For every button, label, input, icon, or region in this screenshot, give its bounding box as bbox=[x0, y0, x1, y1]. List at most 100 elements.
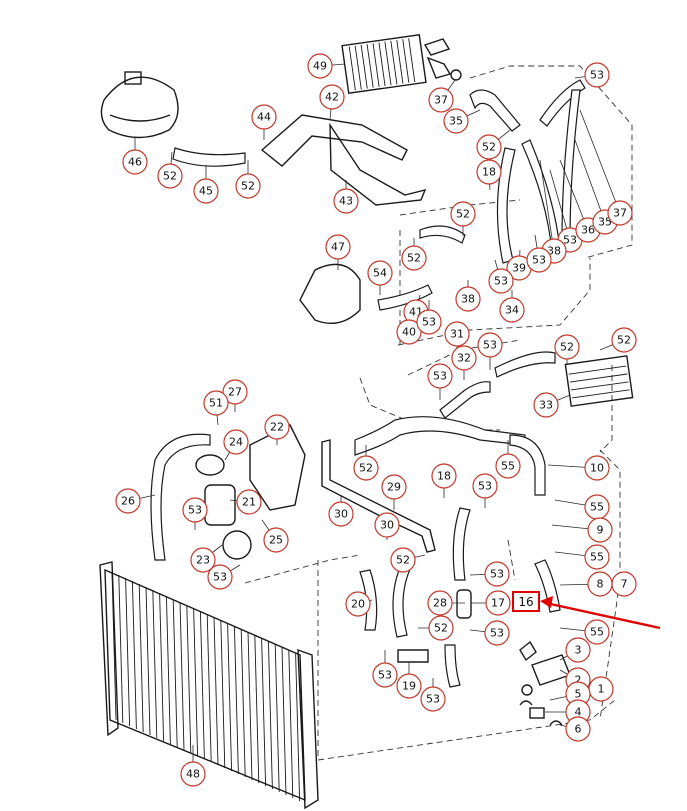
callout-circle bbox=[476, 134, 502, 160]
heater-core bbox=[341, 34, 462, 94]
callout-29: 29 bbox=[381, 474, 407, 500]
callout-55: 55 bbox=[495, 453, 521, 479]
callout-55: 55 bbox=[584, 619, 610, 645]
temperature-fitting bbox=[519, 640, 571, 726]
callout-19: 19 bbox=[396, 673, 422, 699]
callout-number: 32 bbox=[457, 352, 471, 365]
callout-circle bbox=[222, 379, 248, 405]
callout-circle bbox=[236, 489, 262, 515]
callout-34: 34 bbox=[499, 297, 525, 323]
callout-39: 39 bbox=[506, 255, 532, 281]
callout-number: 53 bbox=[494, 275, 508, 288]
callout-number: 55 bbox=[590, 551, 604, 564]
callout-circle bbox=[526, 247, 552, 273]
callout-number: 17 bbox=[491, 597, 505, 610]
callout-circle bbox=[193, 178, 219, 204]
radiator-fin bbox=[138, 583, 144, 733]
callout-number: 39 bbox=[512, 262, 526, 275]
callout-53: 53 bbox=[427, 363, 453, 389]
callout-circle bbox=[307, 53, 333, 79]
radiator-fin bbox=[172, 598, 178, 748]
callout-circle bbox=[263, 527, 289, 553]
radiator-fin bbox=[186, 604, 192, 754]
callout-circle bbox=[345, 591, 371, 617]
radiator-fin bbox=[193, 607, 199, 757]
callout-22: 22 bbox=[264, 414, 290, 440]
callout-number: 52 bbox=[407, 252, 421, 265]
callout-number: 7 bbox=[621, 578, 628, 591]
callout-37: 37 bbox=[607, 200, 633, 226]
callout-number: 53 bbox=[426, 693, 440, 706]
callout-number: 52 bbox=[241, 180, 255, 193]
callout-circle bbox=[587, 517, 613, 543]
callout-53: 53 bbox=[416, 309, 442, 335]
radiator-fin bbox=[125, 577, 131, 727]
callout-number: 52 bbox=[617, 334, 631, 347]
callout-number: 26 bbox=[121, 495, 135, 508]
callout-18: 18 bbox=[431, 463, 457, 489]
callout-circle bbox=[495, 453, 521, 479]
callout-circle bbox=[333, 188, 359, 214]
callout-number: 53 bbox=[422, 316, 436, 329]
radiator-fin bbox=[254, 634, 260, 784]
callout-number: 53 bbox=[483, 339, 497, 352]
callout-number: 6 bbox=[575, 723, 582, 736]
radiator-fin bbox=[227, 622, 233, 772]
callout-number: 18 bbox=[482, 166, 496, 179]
callout-52: 52 bbox=[157, 163, 183, 189]
callout-circle bbox=[484, 620, 510, 646]
callout-number: 30 bbox=[380, 519, 394, 532]
callout-circle bbox=[190, 547, 216, 573]
callout-circle bbox=[401, 245, 427, 271]
callout-52: 52 bbox=[428, 615, 454, 641]
leader-line-38 bbox=[539, 159, 555, 252]
radiator-fin bbox=[199, 610, 205, 760]
callout-number: 52 bbox=[359, 462, 373, 475]
callout-number: 55 bbox=[501, 460, 515, 473]
radiator bbox=[99, 561, 319, 810]
callout-52: 52 bbox=[611, 327, 637, 353]
callout-number: 43 bbox=[339, 195, 353, 208]
callout-1: 1 bbox=[588, 676, 614, 702]
callout-number: 55 bbox=[590, 626, 604, 639]
callout-number: 52 bbox=[163, 170, 177, 183]
pipe-29 bbox=[321, 439, 436, 553]
callout-53: 53 bbox=[484, 561, 510, 587]
callout-circle bbox=[180, 761, 206, 787]
callout-number: 47 bbox=[331, 241, 345, 254]
callout-circle bbox=[431, 463, 457, 489]
callout-number: 53 bbox=[590, 69, 604, 82]
callout-number: 42 bbox=[325, 91, 339, 104]
callout-number: 53 bbox=[532, 254, 546, 267]
radiator-fin bbox=[206, 613, 212, 763]
callout-18: 18 bbox=[476, 159, 502, 185]
oil-cooler bbox=[564, 355, 634, 407]
callout-number: 29 bbox=[387, 481, 401, 494]
callout-number: 53 bbox=[490, 568, 504, 581]
callout-circle bbox=[607, 200, 633, 226]
callout-number: 18 bbox=[437, 470, 451, 483]
callout-number: 4 bbox=[575, 706, 582, 719]
radiator-fin bbox=[233, 625, 239, 775]
middle-hoses bbox=[354, 351, 561, 613]
callout-number: 52 bbox=[396, 554, 410, 567]
callout-number: 48 bbox=[186, 768, 200, 781]
callout-circle bbox=[251, 104, 277, 130]
callout-54: 54 bbox=[367, 260, 393, 286]
callout-circle bbox=[428, 87, 454, 113]
callout-circle bbox=[584, 62, 610, 88]
callout-circle bbox=[488, 268, 514, 294]
callout-number: 20 bbox=[351, 598, 365, 611]
callout-number: 45 bbox=[199, 185, 213, 198]
callout-circle bbox=[182, 497, 208, 523]
callout-44: 44 bbox=[251, 104, 277, 130]
callout-17: 17 bbox=[485, 590, 511, 616]
callout-33: 33 bbox=[533, 392, 559, 418]
radiator-fin bbox=[267, 640, 273, 790]
radiator-fin bbox=[274, 643, 280, 793]
callout-circle bbox=[372, 662, 398, 688]
callout-31: 31 bbox=[444, 321, 470, 347]
leader-line-35 bbox=[574, 139, 606, 223]
